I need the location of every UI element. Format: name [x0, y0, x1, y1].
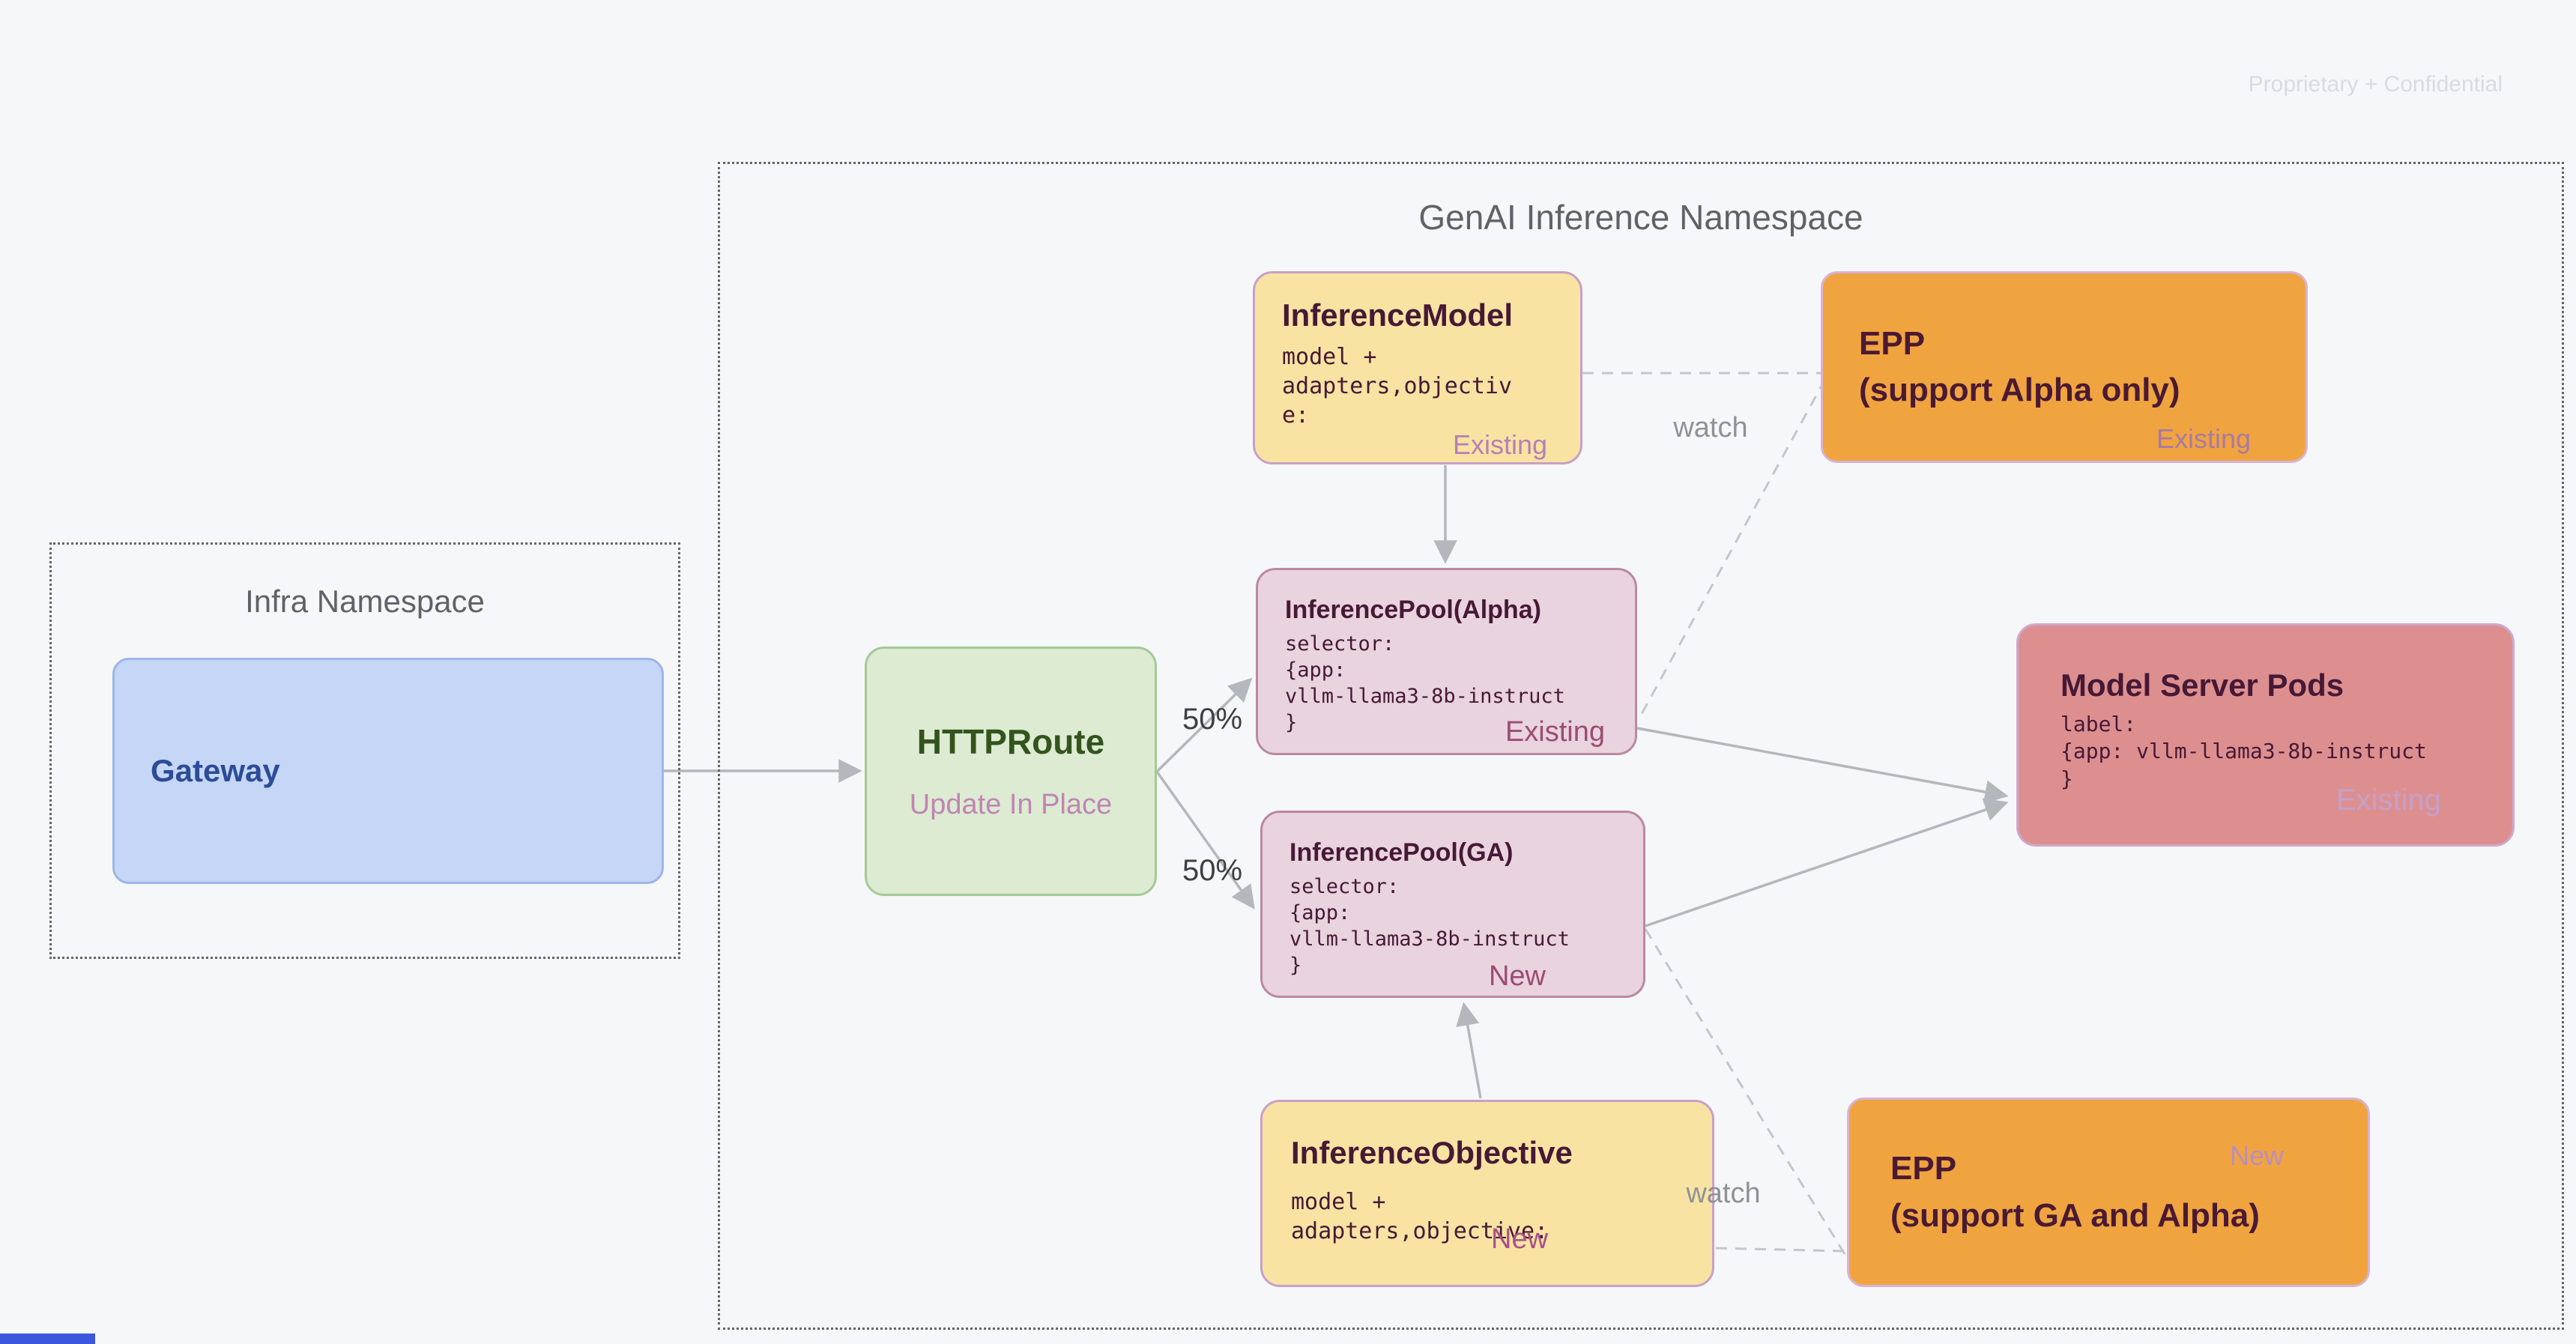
edge-httproute-pool-ga — [1155, 770, 1255, 909]
epp-alpha-title: EPP — [1859, 324, 1926, 362]
inference-objective-tag: New — [1491, 1223, 1549, 1255]
traffic-split-bottom-label: 50% — [1182, 854, 1243, 887]
watch-bottom-label: watch — [1686, 1178, 1761, 1209]
edge-epp-ga-watch-inferenceobjective — [1715, 1247, 1846, 1253]
slide-edge-strip — [0, 1334, 95, 1344]
inference-pool-alpha-node: InferencePool(Alpha) selector: {app: vll… — [1256, 568, 1637, 755]
inference-model-node: InferenceModel model + adapters,objectiv… — [1253, 271, 1582, 464]
gateway-title: Gateway — [151, 753, 280, 788]
inference-pool-ga-tag: New — [1488, 960, 1546, 992]
epp-ga-node: EPP (support GA and Alpha) New — [1847, 1098, 2370, 1287]
genai-namespace-title: GenAI Inference Namespace — [1418, 198, 1863, 237]
infra-namespace-group: Infra Namespace — [49, 542, 680, 959]
edge-pool-ga-epp-ga — [1644, 928, 1846, 1255]
inference-objective-title: InferenceObjective — [1291, 1135, 1573, 1170]
edge-pool-alpha-modelserverpods — [1636, 727, 2009, 804]
model-server-pods-tag: Existing — [2335, 784, 2441, 817]
inference-pool-alpha-code: selector: {app: vllm-llama3-8b-instruct … — [1285, 632, 1565, 735]
epp-alpha-node: EPP (support Alpha only) Existing — [1821, 271, 2308, 463]
inference-model-tag: Existing — [1452, 429, 1547, 460]
edge-epp-alpha-pool-alpha — [1636, 378, 1827, 721]
httproute-status: Update In Place — [909, 789, 1113, 820]
inference-objective-code: model + adapters,objective: — [1291, 1189, 1549, 1244]
model-server-pods-code: label: {app: vllm-llama3-8b-instruct } — [2061, 712, 2427, 791]
inference-pool-ga-node: InferencePool(GA) selector: {app: vllm-l… — [1260, 811, 1645, 998]
inference-pool-ga-code: selector: {app: vllm-llama3-8b-instruct … — [1289, 875, 1570, 978]
edge-inferenceobjective-pool-ga — [1456, 1002, 1482, 1099]
inference-pool-alpha-title: InferencePool(Alpha) — [1285, 596, 1541, 624]
traffic-split-top-label: 50% — [1182, 703, 1243, 736]
inference-model-code: model + adapters,objectiv e: — [1282, 344, 1513, 429]
epp-ga-tag: New — [2229, 1140, 2284, 1171]
infra-namespace-title: Infra Namespace — [245, 584, 485, 619]
edge-pool-ga-modelserverpods — [1645, 798, 2009, 927]
epp-alpha-tag: Existing — [2156, 423, 2251, 454]
inference-model-title: InferenceModel — [1282, 297, 1514, 333]
epp-ga-subtitle: (support GA and Alpha) — [1890, 1196, 2260, 1234]
confidentiality-watermark: Proprietary + Confidential — [2248, 72, 2503, 97]
inference-pool-alpha-tag: Existing — [1505, 716, 1605, 748]
genai-inference-namespace-group: GenAI Inference Namespace — [718, 162, 2564, 1330]
inference-objective-node: InferenceObjective model + adapters,obje… — [1260, 1100, 1714, 1287]
model-server-pods-node: Model Server Pods label: {app: vllm-llam… — [2016, 623, 2515, 847]
epp-ga-title: EPP — [1890, 1150, 1957, 1187]
gateway-node: Gateway — [112, 658, 664, 884]
edge-httproute-pool-alpha — [1155, 677, 1253, 773]
httproute-node: HTTPRoute Update In Place — [865, 647, 1157, 896]
watch-top-label: watch — [1673, 412, 1748, 444]
model-server-pods-title: Model Server Pods — [2061, 668, 2344, 703]
httproute-title: HTTPRoute — [916, 722, 1105, 761]
epp-alpha-subtitle: (support Alpha only) — [1859, 372, 2180, 408]
inference-pool-ga-title: InferencePool(GA) — [1289, 838, 1514, 867]
